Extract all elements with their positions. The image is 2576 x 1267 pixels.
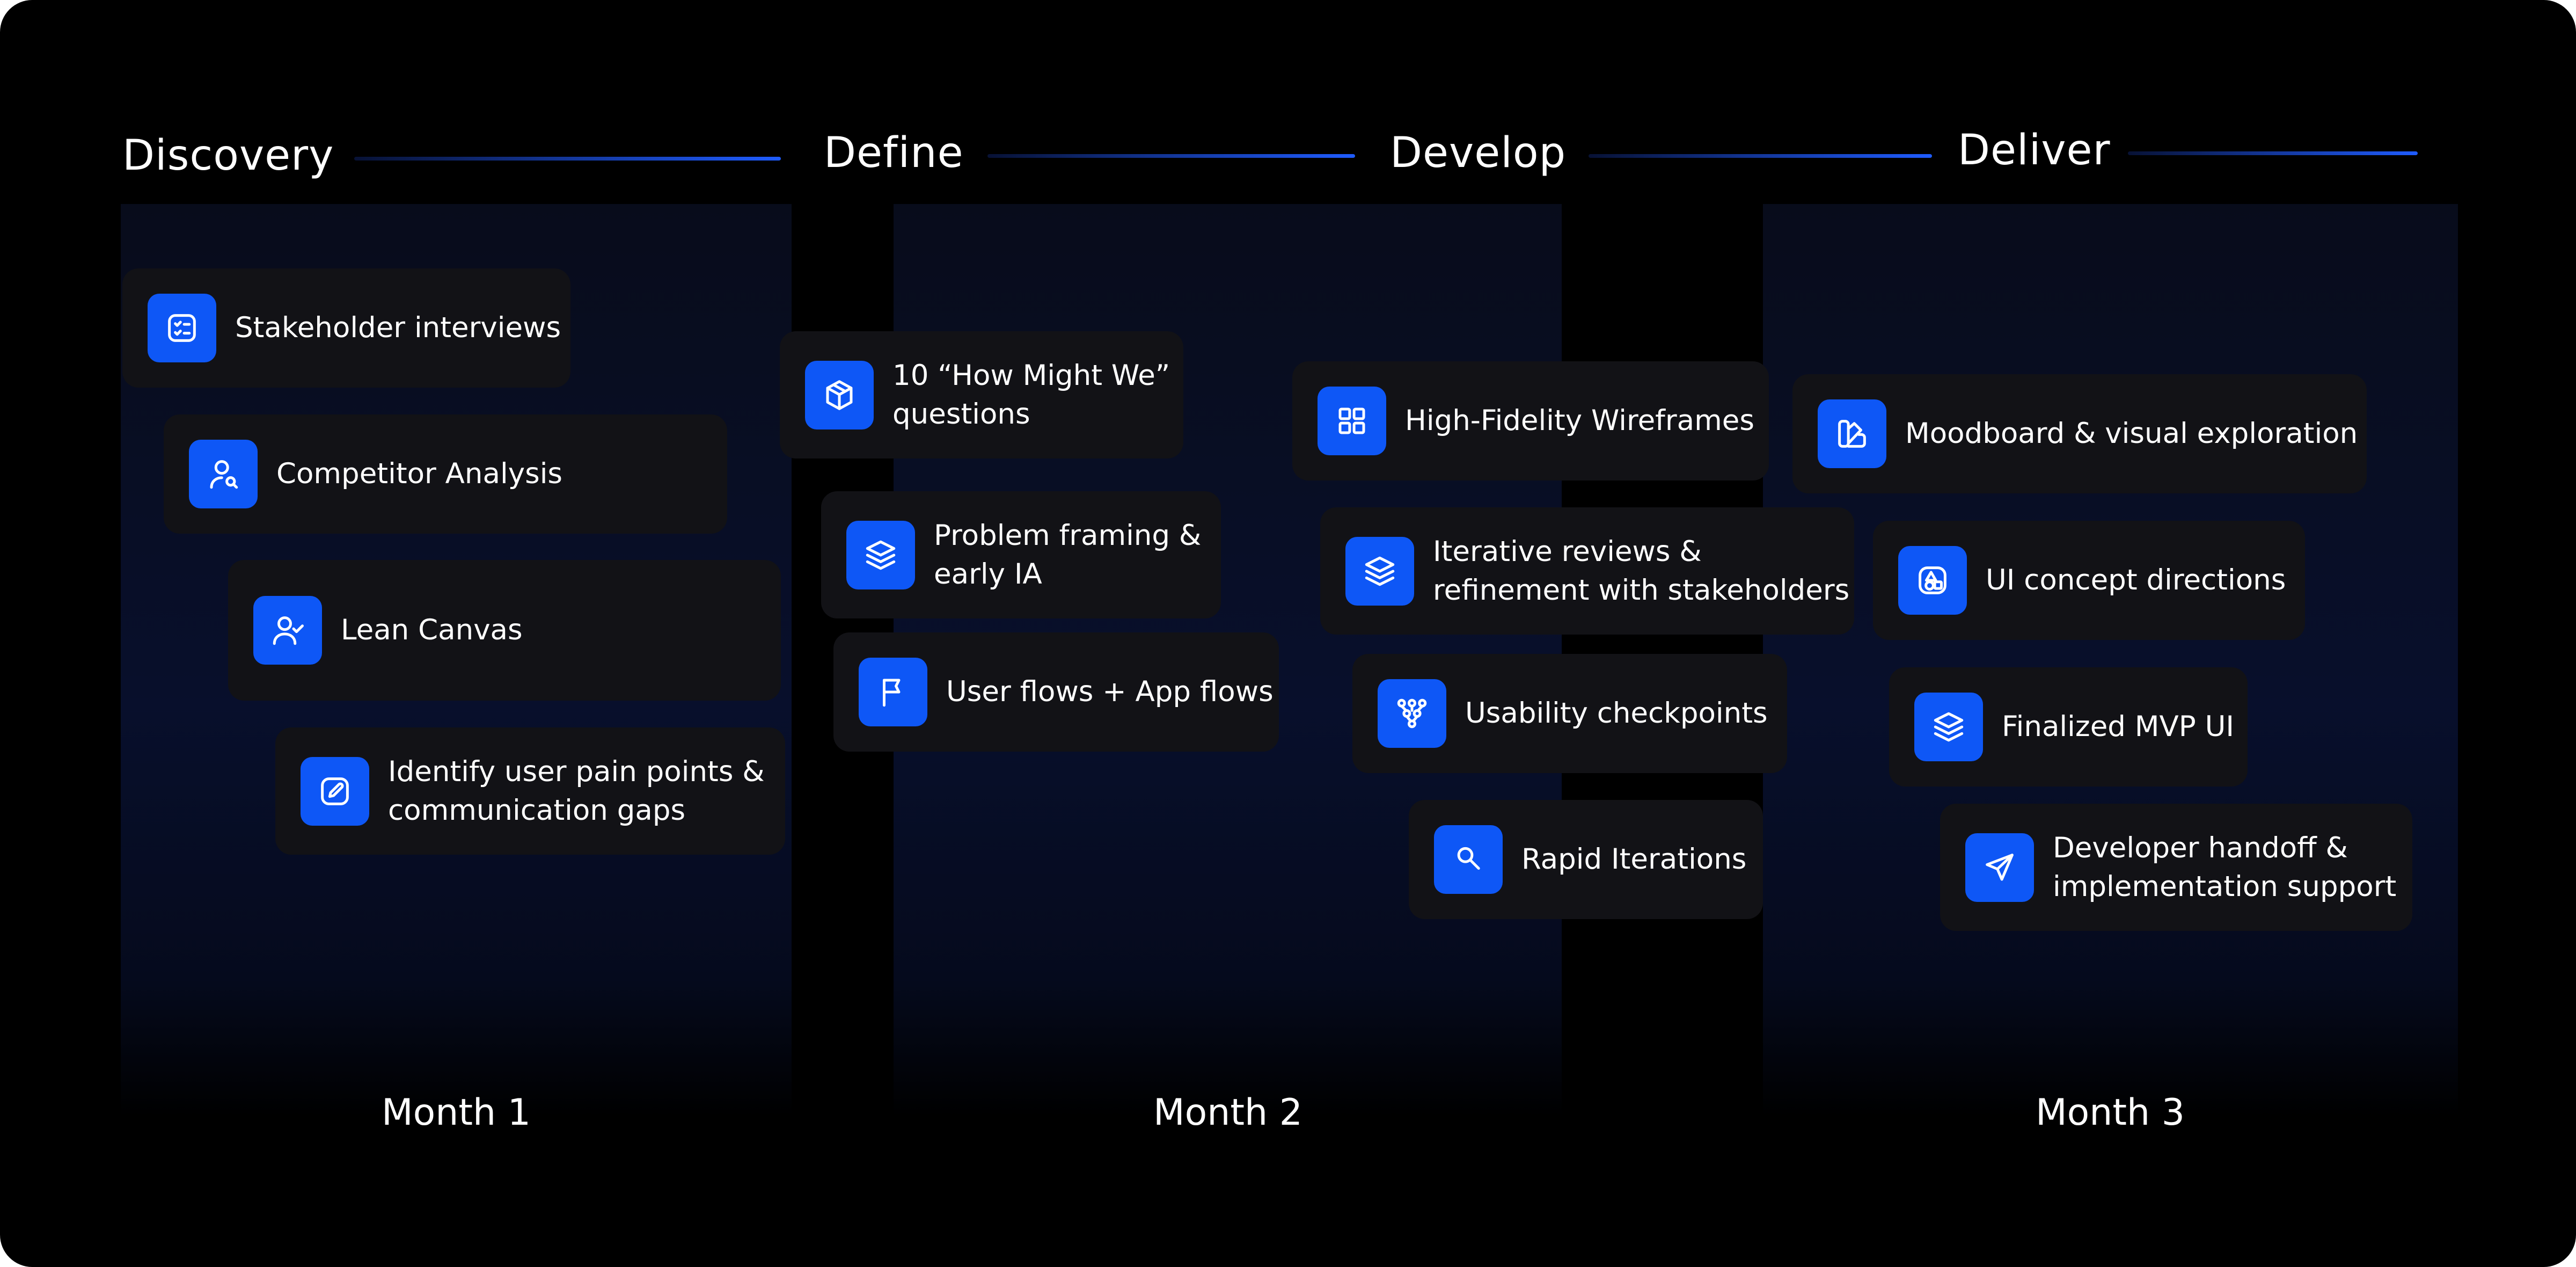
task-label: Stakeholder interviews	[235, 311, 561, 344]
phase-connector-line	[987, 154, 1355, 158]
phase-connector-line	[354, 157, 781, 161]
month-label-2: Month 2	[1153, 1091, 1302, 1134]
user-check-icon	[253, 596, 322, 665]
edit-icon	[301, 756, 369, 826]
cube-icon	[805, 360, 874, 429]
task-label: Competitor Analysis	[276, 457, 563, 490]
hierarchy-icon	[1378, 679, 1446, 748]
task-card-wireframes: High-Fidelity Wireframes	[1292, 361, 1769, 480]
task-label: Iterative reviews & refinement with stak…	[1433, 535, 1850, 607]
task-card-finalized-mvp: Finalized MVP UI	[1889, 667, 2248, 787]
task-label: Lean Canvas	[341, 614, 523, 646]
task-card-lean-canvas: Lean Canvas	[228, 560, 781, 701]
task-card-identify-pain-points: Identify user pain points & communicatio…	[275, 727, 785, 855]
task-card-iterative-reviews: Iterative reviews & refinement with stak…	[1320, 507, 1854, 635]
task-label: UI concept directions	[1986, 564, 2286, 596]
task-label: Finalized MVP UI	[2002, 710, 2235, 743]
phase-define: Define	[824, 129, 964, 177]
task-label: Identify user pain points & communicatio…	[388, 755, 765, 827]
phase-develop: Develop	[1390, 129, 1567, 177]
task-card-rapid-iterations: Rapid Iterations	[1409, 800, 1763, 919]
month-3-column	[1763, 204, 2458, 1117]
task-card-problem-framing: Problem framing & early IA	[821, 491, 1221, 618]
user-search-icon	[189, 440, 258, 508]
month-label-3: Month 3	[2035, 1091, 2185, 1134]
phase-connector-line	[2128, 151, 2418, 155]
layers-icon	[1914, 693, 1983, 761]
task-label: Problem framing & early IA	[934, 519, 1202, 591]
checklist-icon	[148, 294, 216, 362]
task-card-developer-handoff: Developer handoff & implementation suppo…	[1940, 804, 2412, 931]
task-label: Moodboard & visual exploration	[1905, 417, 2358, 450]
task-label: Usability checkpoints	[1465, 697, 1768, 730]
task-label: High-Fidelity Wireframes	[1405, 404, 1754, 437]
phase-connector-line	[1589, 154, 1932, 158]
task-label: User flows + App flows	[946, 675, 1274, 708]
flag-icon	[859, 658, 927, 726]
phase-discovery: Discovery	[122, 132, 334, 180]
search-icon	[1434, 825, 1503, 894]
month-label-1: Month 1	[381, 1091, 531, 1134]
task-card-moodboard: Moodboard & visual exploration	[1792, 374, 2367, 493]
task-card-usability-checkpoints: Usability checkpoints	[1352, 654, 1787, 773]
layers-icon	[1345, 536, 1414, 606]
phase-deliver: Deliver	[1958, 126, 2111, 174]
grid-icon	[1318, 387, 1386, 455]
task-card-user-flows: User flows + App flows	[833, 632, 1279, 752]
task-label: Rapid Iterations	[1521, 843, 1747, 876]
task-label: Developer handoff & implementation suppo…	[2053, 831, 2397, 903]
shapes-icon	[1898, 546, 1967, 615]
task-card-how-might-we: 10 “How Might We” questions	[780, 331, 1183, 458]
send-icon	[1965, 833, 2034, 902]
task-card-ui-concept-directions: UI concept directions	[1873, 521, 2305, 640]
task-card-competitor-analysis: Competitor Analysis	[164, 414, 727, 534]
task-label: 10 “How Might We” questions	[892, 359, 1170, 431]
palette-icon	[1818, 399, 1886, 468]
task-card-stakeholder-interviews: Stakeholder interviews	[122, 268, 570, 388]
layers-icon	[846, 520, 915, 589]
